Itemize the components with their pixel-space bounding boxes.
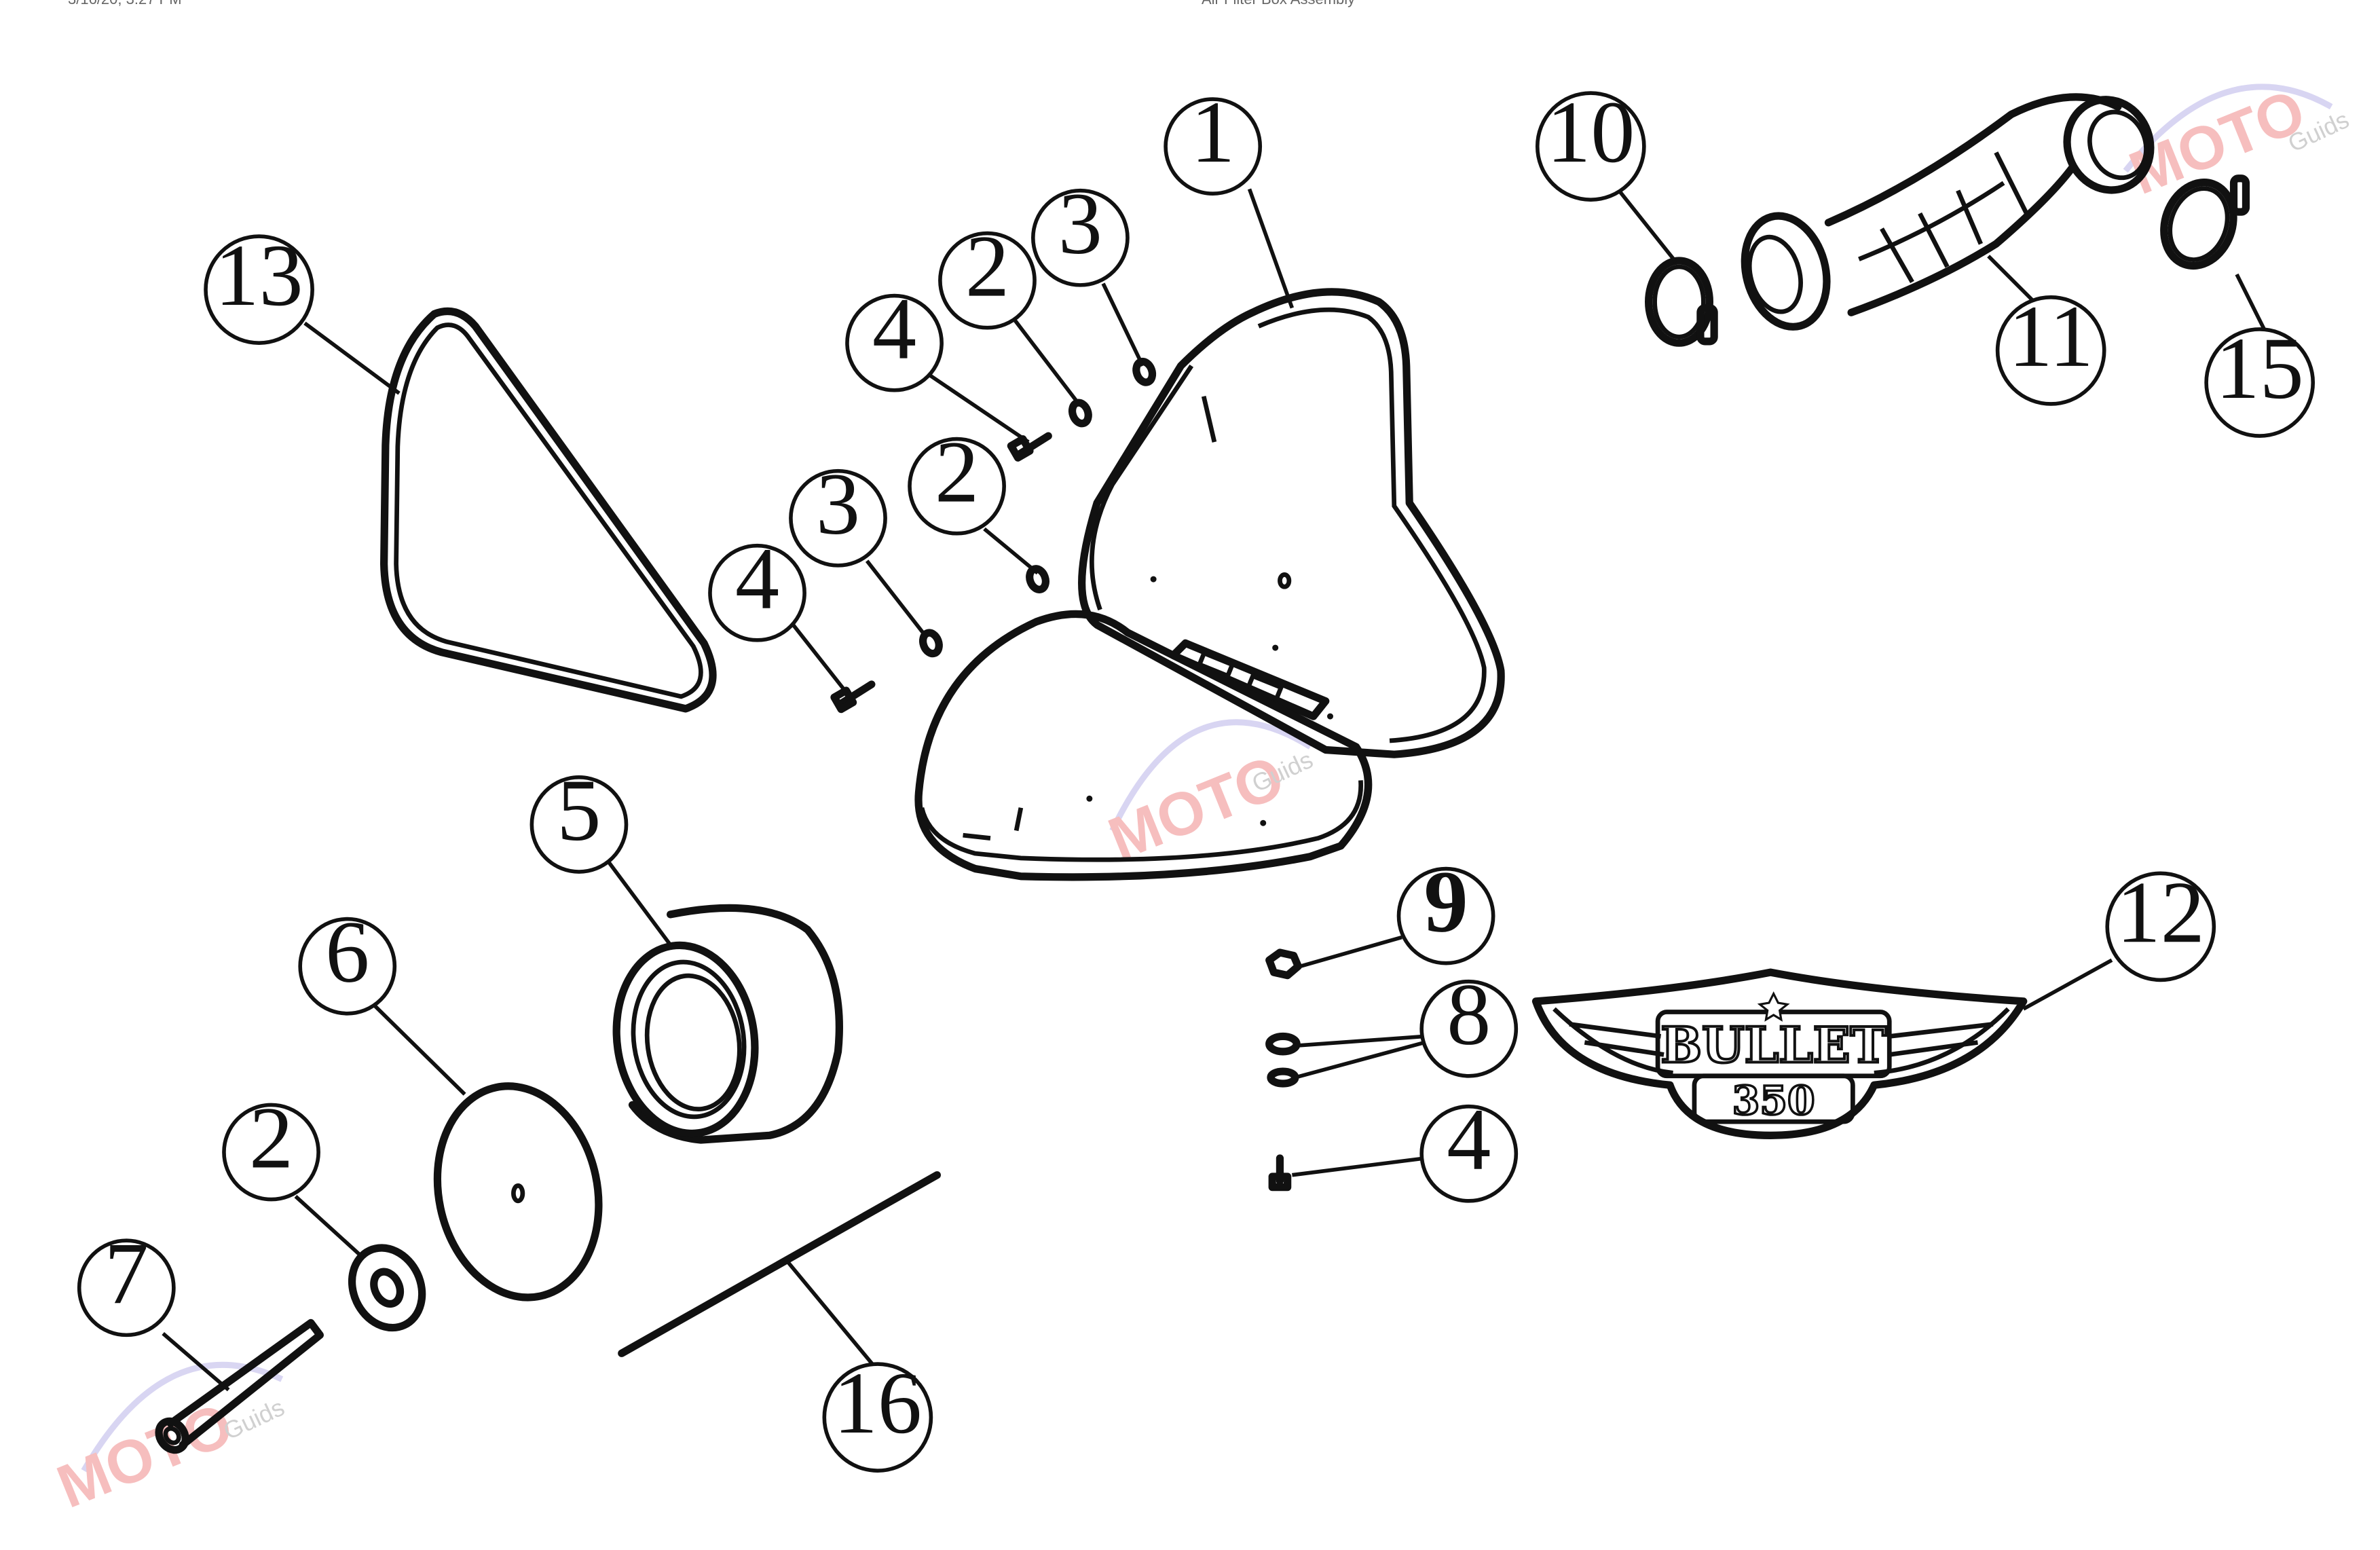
callout-4c: 4 [1419,1091,1519,1203]
washer-2a [1068,399,1092,428]
callout-1: 1 [1164,84,1263,196]
svg-text:9: 9 [1424,853,1468,951]
callout-2c: 2 [222,1089,320,1202]
svg-text:5: 5 [557,762,601,860]
svg-text:16: 16 [834,1354,922,1452]
svg-text:6: 6 [325,904,369,1001]
callout-2b: 2 [908,424,1006,536]
callout-15: 15 [2204,320,2316,438]
callout-5: 5 [529,762,629,874]
callout-10: 10 [1535,84,1646,202]
emblem-line2: 350 [1732,1077,1815,1124]
svg-text:4: 4 [1447,1091,1491,1189]
svg-text:2: 2 [935,424,979,521]
callout-16: 16 [822,1354,933,1473]
svg-text:3: 3 [816,456,860,553]
part-13-gasket [380,307,717,713]
svg-text:2: 2 [965,218,1009,316]
part-10-clamp [1645,257,1718,347]
svg-text:8: 8 [1447,966,1491,1064]
part-1-lid [914,610,1373,881]
svg-text:7: 7 [105,1225,149,1323]
screw-4b [830,680,876,714]
svg-text:11: 11 [2009,288,2094,386]
callout-2a: 2 [938,218,1037,330]
callout-6: 6 [298,904,397,1016]
part-9-nut [1265,948,1302,980]
part-12-emblem: BULLET 350 [1531,968,2028,1139]
callout-4a: 4 [845,280,944,392]
part-2c-washer [348,1244,426,1332]
callout-13: 13 [204,227,314,345]
part-11-intake-hose [1741,93,2155,331]
part-1-filter-box [1078,288,1505,758]
part-16-rod [618,1171,942,1357]
svg-text:3: 3 [1058,175,1102,273]
callout-11: 11 [1995,288,2106,406]
leader-lines [162,186,2269,1392]
part-6-end-plate [433,1082,603,1302]
svg-text:MOTO: MOTO [48,1390,242,1521]
callout-9: 9 [1396,853,1495,965]
svg-text:12: 12 [2117,864,2205,961]
svg-text:Guids: Guids [219,1393,289,1445]
washer-2b [1026,565,1049,593]
part-7-long-bolt [155,1318,324,1454]
svg-text:15: 15 [2216,320,2304,418]
header-title: Air Filter Box Assembly [1202,0,1355,7]
emblem-line1: BULLET [1660,1017,1886,1074]
part-5-filter-element [612,904,843,1144]
watermark-center: MOTO Guids [1100,719,1317,874]
svg-text:1: 1 [1191,84,1235,181]
header-date: 3/16/20, 3:27 PM [68,0,182,7]
part-8-washers [1265,1032,1301,1088]
lockwasher-3a [1132,357,1157,386]
svg-text:4: 4 [735,530,779,628]
lockwasher-3b [918,629,943,658]
svg-text:10: 10 [1546,84,1635,181]
part-15-clamp [2160,174,2250,270]
callout-4b: 4 [708,530,806,642]
svg-text:4: 4 [872,280,916,378]
callout-7: 7 [77,1225,176,1337]
callout-3b: 3 [789,456,887,568]
part-4c-screw [1268,1154,1292,1192]
callout-8: 8 [1419,966,1519,1078]
svg-text:2: 2 [249,1089,293,1187]
screw-4a [1007,432,1052,462]
callout-3a: 3 [1031,175,1130,287]
svg-text:13: 13 [215,227,303,325]
callout-12: 12 [2105,864,2216,982]
